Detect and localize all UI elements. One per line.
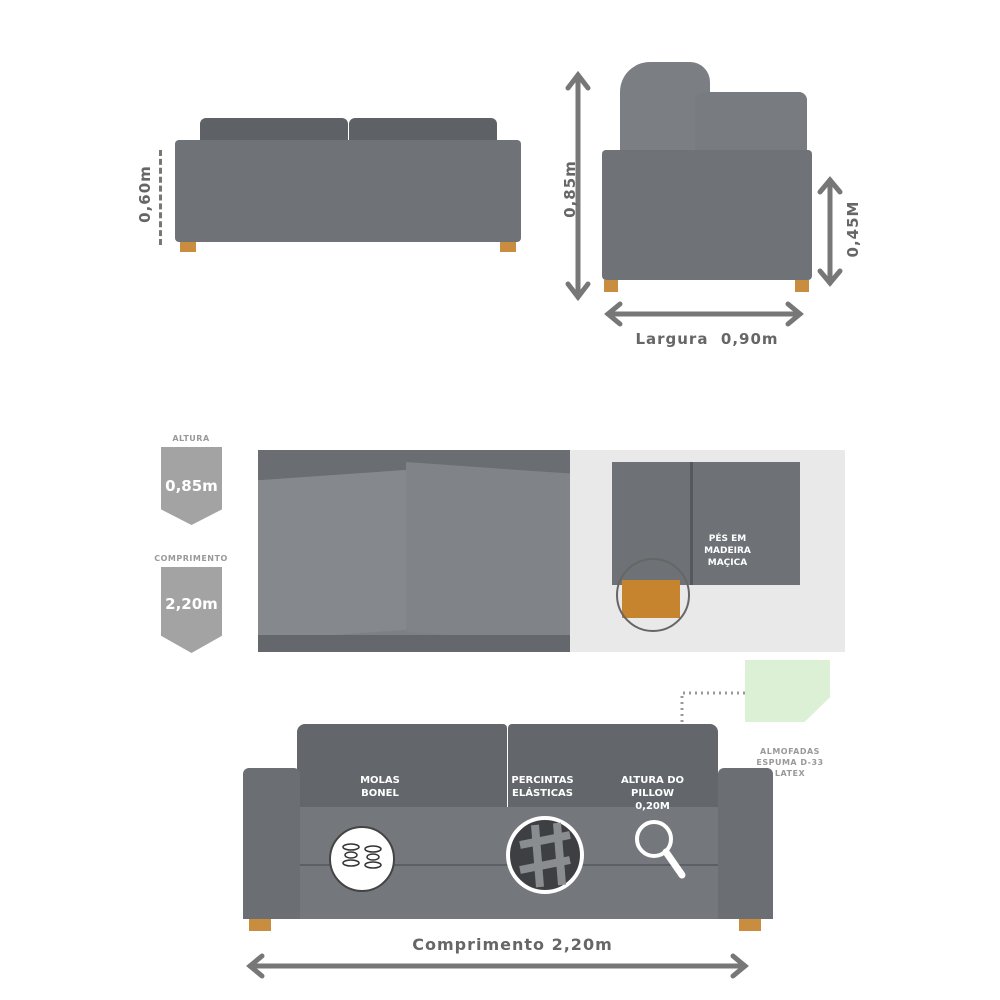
foam-label-line: LATEX (774, 769, 806, 778)
feet-label-line: MADEIRA (704, 546, 751, 556)
arm-top (695, 92, 807, 152)
feet-label-line: PÉS EM (708, 534, 747, 544)
total-height-label: 0,85m (561, 160, 579, 218)
leg (795, 280, 809, 292)
springs-icon (329, 826, 395, 892)
feature-label-line: BONEL (361, 788, 399, 799)
seat-height-label: 0,45M (844, 200, 862, 258)
back-cushion (297, 724, 507, 812)
leg (604, 280, 618, 292)
fabric-closeup-photo (258, 450, 570, 652)
back-cushion (508, 724, 718, 812)
zoom-circle (616, 558, 690, 632)
back-cushion (200, 118, 348, 140)
feature-label-line: PILLOW (631, 788, 674, 799)
back-cushion (349, 118, 497, 140)
feature-label: MOLAS BONEL (340, 774, 420, 800)
sofa-side-view (600, 62, 812, 292)
feet-label: PÉS EM MADEIRA MAÇICA (690, 533, 765, 569)
wood-feet-detail-photo: PÉS EM MADEIRA MAÇICA (570, 450, 845, 652)
feature-label-line: PERCINTAS (511, 775, 574, 786)
length-label: Comprimento 2,20m (412, 935, 613, 954)
foam-label-line: ALMOFADAS (760, 747, 820, 756)
leg (249, 919, 271, 931)
feature-label: PERCINTAS ELÁSTICAS (495, 774, 590, 800)
feature-label-line: MOLAS (360, 775, 400, 786)
leg (739, 919, 761, 931)
leg (500, 242, 516, 252)
right-arm (718, 768, 773, 919)
length-badge: 2,20m (161, 567, 222, 653)
sofa-body (175, 140, 521, 242)
side-body (602, 150, 812, 280)
feature-label: ALTURA DO PILLOW 0,20M (605, 774, 700, 813)
elastic-webbing-icon (506, 816, 584, 894)
foam-label-line: ESPUMA D-33 (756, 758, 824, 767)
badge-title: ALTURA (172, 434, 210, 443)
magnifier-icon (635, 820, 686, 879)
left-arm (243, 768, 300, 919)
feature-label-line: ALTURA DO (620, 775, 685, 786)
feature-label-line: 0,20M (635, 801, 670, 812)
feet-label-line: MAÇICA (707, 558, 748, 568)
height-badge: 0,85m (161, 447, 222, 525)
sofa-back-view (175, 118, 521, 254)
badge-value: 2,20m (165, 595, 218, 613)
feature-label-line: ELÁSTICAS (512, 788, 573, 799)
dashed-dimension-line (159, 150, 162, 245)
foam-label: ALMOFADAS ESPUMA D-33 LATEX (740, 746, 840, 779)
badge-value: 0,85m (165, 477, 218, 495)
width-label: Largura 0,90m (635, 330, 779, 348)
badge-title: COMPRIMENTO (154, 554, 228, 563)
leg (180, 242, 196, 252)
